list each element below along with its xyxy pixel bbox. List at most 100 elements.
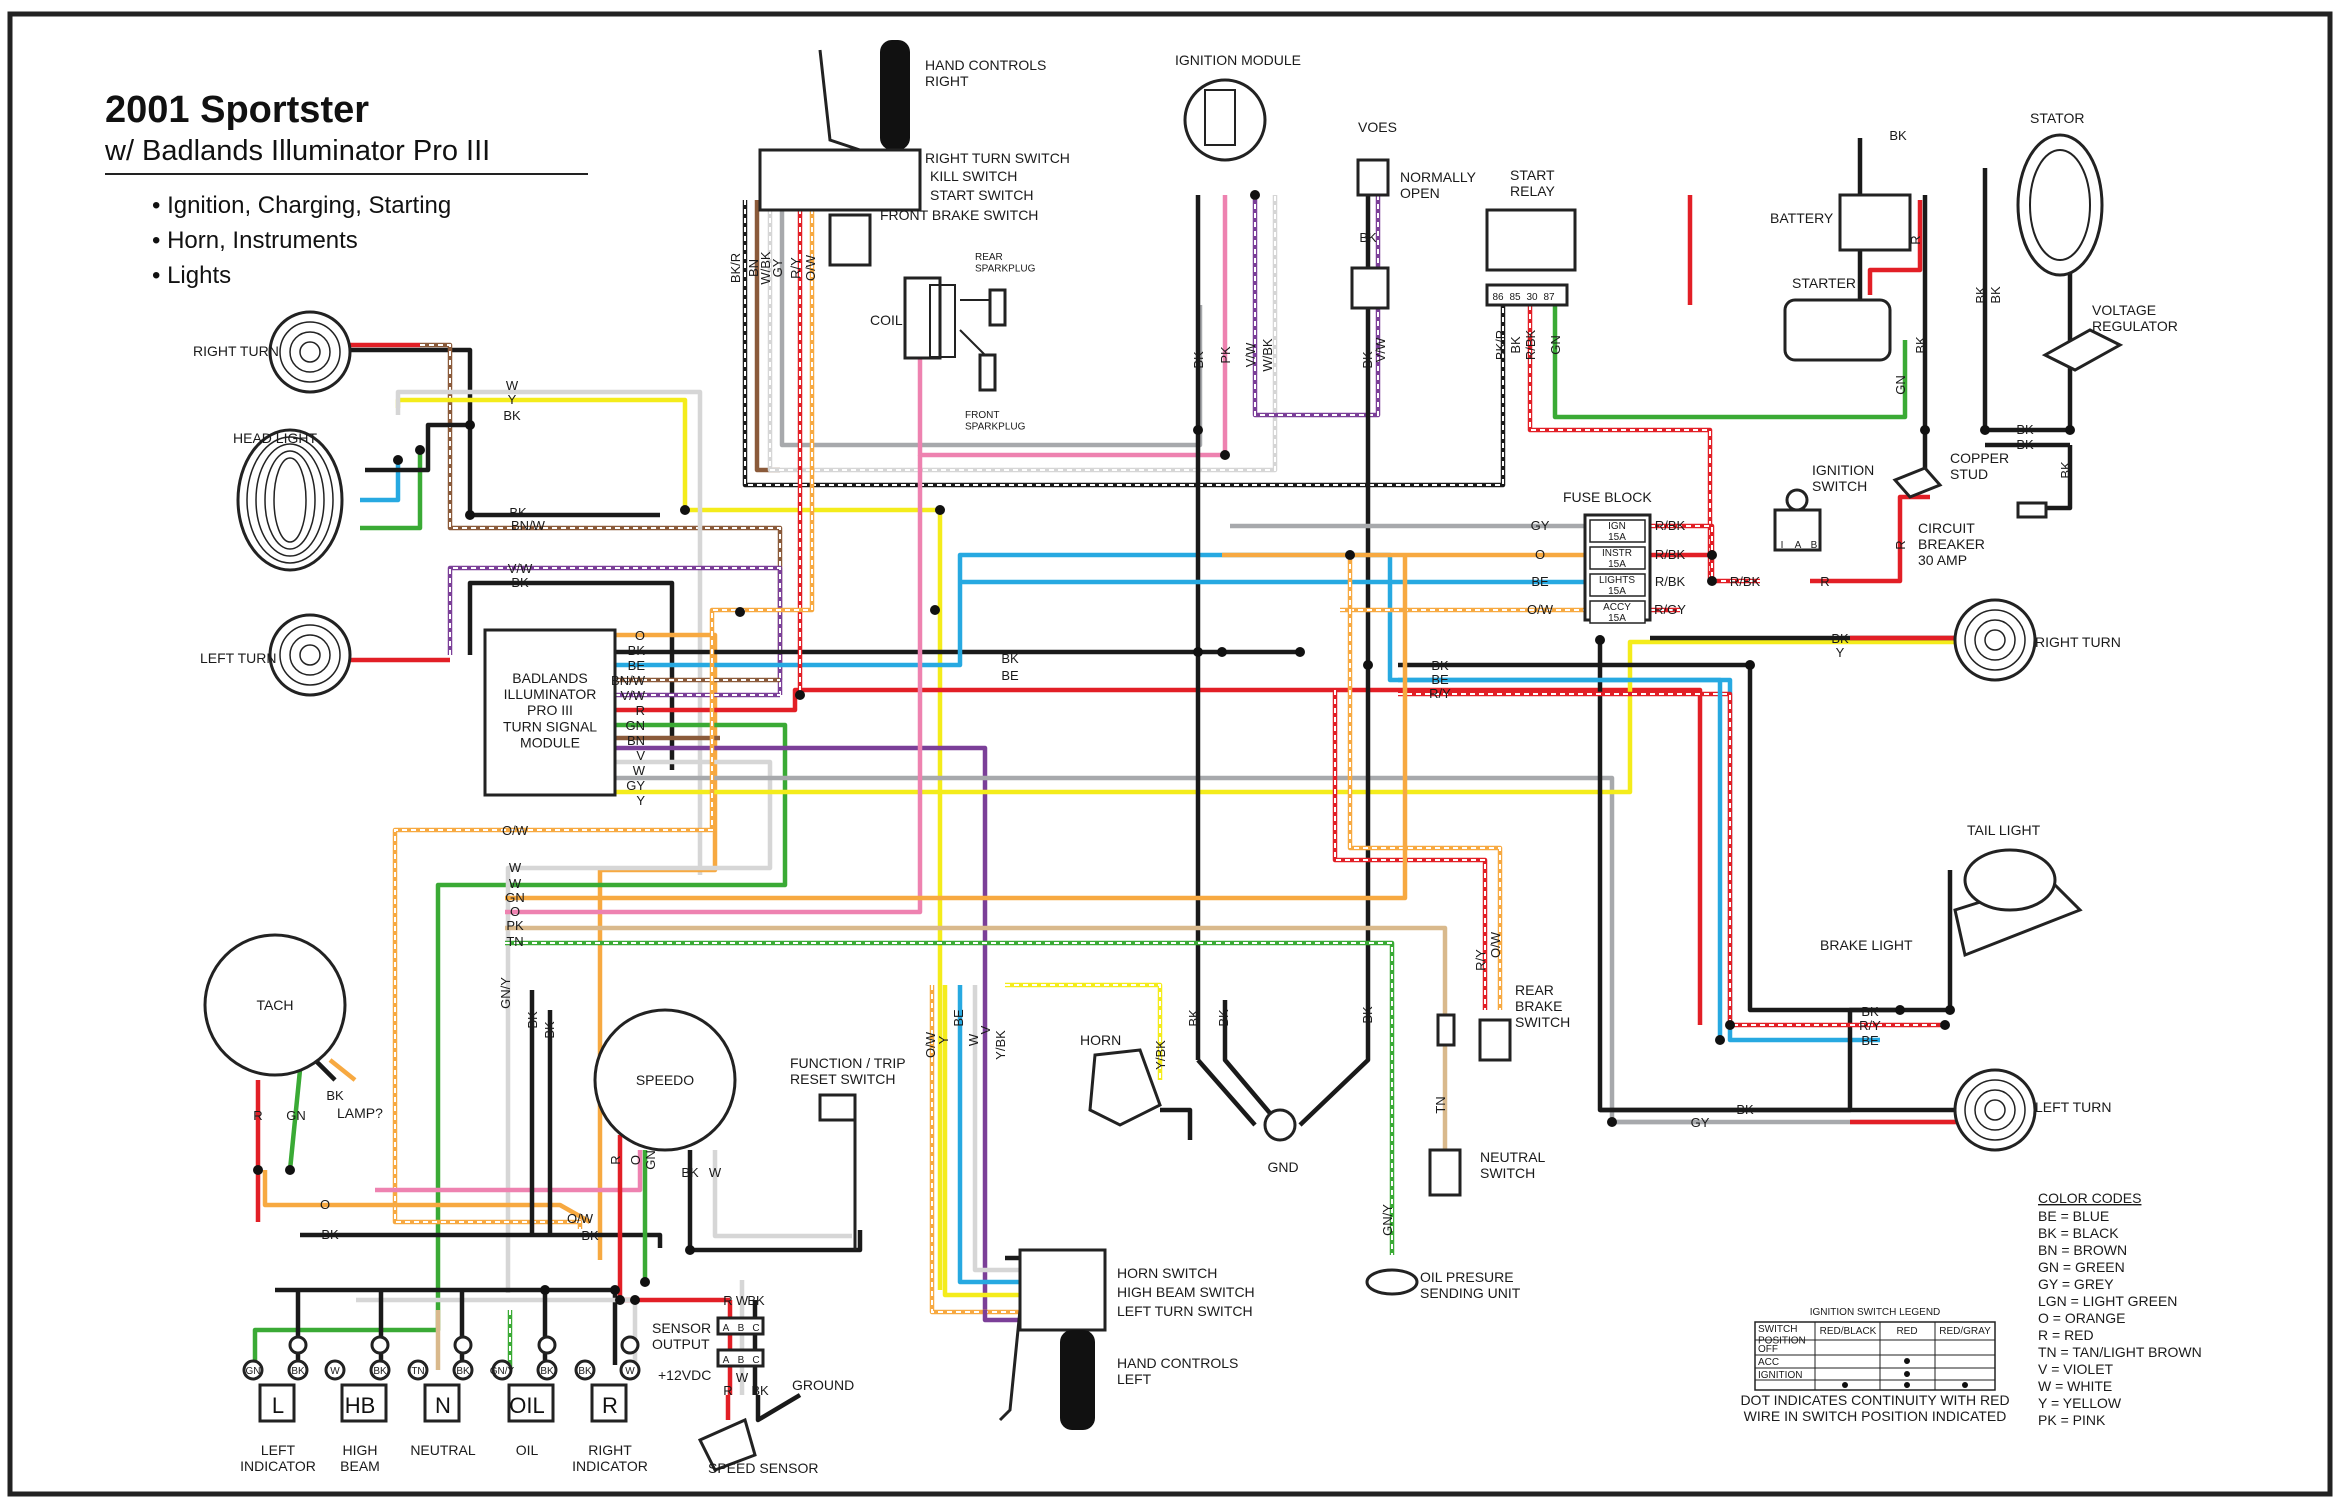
wire-label-bk: BK (2016, 437, 2034, 452)
label-coil: COIL (870, 312, 903, 328)
right-turn-front-lamp[interactable] (268, 310, 352, 394)
wire-rear-bk (1597, 640, 1953, 1113)
junction-node (615, 1295, 625, 1305)
label-starter: STARTER (1792, 275, 1856, 291)
speedo-gauge[interactable] (593, 1008, 737, 1152)
junction-node (1345, 550, 1355, 560)
component-layer (203, 40, 2124, 1472)
left-turn-rear-lamp[interactable] (1953, 1068, 2037, 1152)
wire-label-bk: BK (581, 1228, 599, 1243)
indicator-polarity (370, 1335, 390, 1355)
ignition-legend-table (1754, 1321, 1996, 1391)
wire-label-r: R (1908, 235, 1923, 244)
circuit-breaker[interactable] (1892, 466, 1943, 499)
junction-node (735, 607, 745, 617)
indicator-term (574, 1359, 596, 1381)
wire-rbk-ign-tracer (1650, 525, 1760, 582)
wire-label-o: O (628, 1155, 643, 1165)
starter[interactable] (1783, 298, 1892, 362)
wire-label-bk: BK (1861, 1004, 1879, 1019)
coil-leads (959, 299, 991, 361)
wire-relay-gn (1552, 305, 1908, 420)
turn-signal-module[interactable] (483, 628, 617, 797)
junction-node (1220, 450, 1230, 460)
fuse-3[interactable] (1589, 573, 1646, 597)
module-pin-label: Y (636, 793, 645, 808)
indicator-term-label: GN/Y (490, 1366, 515, 1377)
indicator-polarity (288, 1335, 308, 1355)
function-trip-switch[interactable] (818, 1093, 857, 1122)
right-turn-rear-lamp[interactable] (1953, 598, 2037, 682)
right-switch-housing[interactable] (758, 148, 922, 212)
wire-label-gn: GN (286, 1108, 306, 1123)
diagram-frame (7, 11, 2333, 1497)
oil-pressure-sender[interactable] (1365, 1268, 1419, 1296)
fuse-4[interactable] (1589, 600, 1646, 624)
module-pin-label: BN (627, 733, 645, 748)
speed-sensor[interactable] (697, 1417, 757, 1472)
wire-mod-gn (252, 722, 788, 1370)
rear-brake-switch[interactable] (1478, 1018, 1512, 1062)
wire-label-be: BE (951, 1009, 966, 1027)
wire-label-rbk: R/BK (1730, 574, 1761, 589)
right-turn-front-lamp-ring (299, 341, 321, 363)
horn[interactable] (1088, 1048, 1162, 1127)
junction-node (415, 445, 425, 455)
ground-stud (1263, 1108, 1297, 1142)
wire-mod-r (615, 687, 1703, 1025)
label-speed-sensor: SPEED SENSOR (708, 1460, 818, 1476)
indicator-term-label: BK (578, 1366, 592, 1377)
neutral-switch[interactable] (1428, 1148, 1462, 1197)
wire-label-bk: BK (1360, 351, 1375, 369)
wire-label-ow: O/W (1527, 602, 1554, 617)
wire-label-rbk: R/BK (1523, 330, 1538, 361)
junction-node (465, 420, 475, 430)
left-turn-rear-lamp-ring (1974, 1089, 2016, 1131)
wire-label-vw: V/W (508, 561, 533, 576)
wire-lt-bk (467, 580, 675, 770)
wire-label-w: W (966, 1033, 981, 1046)
tach-gauge[interactable] (203, 933, 347, 1077)
color-code-4: GY = GREY (2038, 1276, 2114, 1292)
module-pin-label: GN (626, 718, 646, 733)
start-relay[interactable] (1485, 208, 1577, 272)
indicator-l[interactable] (258, 1383, 296, 1423)
voes[interactable] (1356, 158, 1390, 197)
indicator-polarity (453, 1335, 473, 1355)
fuse-1[interactable] (1589, 519, 1646, 543)
color-code-3: GN = GREEN (2038, 1259, 2125, 1275)
indicator-label-hb: HB (345, 1393, 376, 1418)
indicator-r[interactable] (590, 1383, 628, 1423)
indicator-oil[interactable] (507, 1383, 555, 1423)
battery[interactable] (1838, 193, 1912, 252)
color-code-2: BN = BROWN (2038, 1242, 2127, 1258)
voltage-regulator[interactable] (2041, 328, 2124, 372)
indicator-term-label: BK (291, 1366, 305, 1377)
label-high-beam-switch: HIGH BEAM SWITCH (1117, 1284, 1255, 1300)
wire-rear-be (1398, 677, 1723, 1040)
junction-node (930, 605, 940, 615)
junction-node (1707, 550, 1717, 560)
stator-inner (2029, 149, 2091, 261)
sensor-pin-label: C (752, 1323, 759, 1334)
wire-label-w: W (509, 876, 522, 891)
front-brake-switch[interactable] (828, 213, 872, 267)
wire-hl-gn (360, 450, 423, 531)
indicator-name-oil: OIL (516, 1442, 539, 1458)
wire-label-bk: BK (1508, 336, 1523, 354)
stator[interactable] (2016, 133, 2104, 277)
coil-terminals (929, 284, 956, 358)
label-tail-light: TAIL LIGHT (1967, 822, 2041, 838)
wire-label-bk: BK (751, 1383, 769, 1398)
wire-hl-bk (365, 422, 470, 473)
left-turn-front-lamp[interactable] (268, 613, 352, 697)
left-switch-housing[interactable] (1018, 1248, 1107, 1332)
indicator-n[interactable] (423, 1383, 461, 1423)
fuse-2[interactable] (1589, 546, 1646, 570)
indicator-hb[interactable] (340, 1383, 388, 1423)
left-turn-front-lamp-ring (279, 624, 341, 686)
